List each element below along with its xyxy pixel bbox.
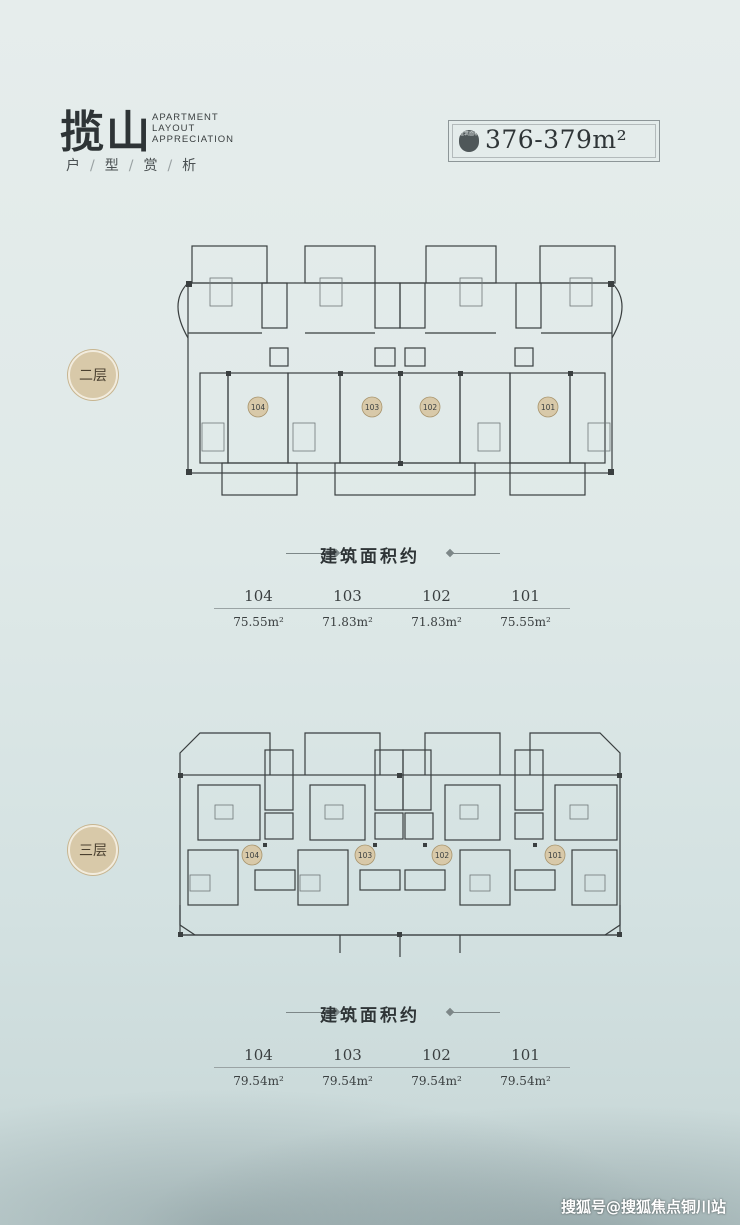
floor-badge-3f: 三层 bbox=[68, 825, 118, 875]
unit-label: 104 bbox=[245, 851, 260, 860]
unit-area: 79.54m² bbox=[233, 1074, 284, 1088]
unit-marker-102 bbox=[419, 396, 441, 418]
floor-badge-2f: 二层 bbox=[68, 350, 118, 400]
unit-number: 101 bbox=[511, 587, 540, 605]
unit-area: 75.55m² bbox=[500, 615, 551, 629]
tagline: 户/型/赏/析 bbox=[66, 155, 200, 175]
area-table-2f: 104 103 102 101 75.55m² 71.83m² 71.83m² … bbox=[214, 584, 570, 629]
tagline-char: 赏 bbox=[143, 158, 162, 174]
unit-number: 102 bbox=[422, 587, 451, 605]
watermark-text: 搜狐号@搜狐焦点铜川站 bbox=[560, 1198, 726, 1216]
divider-line-left bbox=[286, 553, 334, 554]
floor-plan-2f: 104 103 102 101 bbox=[160, 238, 640, 500]
unit-label: 101 bbox=[541, 403, 556, 412]
unit-label: 102 bbox=[435, 851, 450, 860]
section-title-3f: 建筑面积约 bbox=[320, 1006, 420, 1026]
subtitle-line: LAYOUT bbox=[152, 123, 196, 134]
divider-line-right bbox=[452, 1012, 500, 1013]
unit-label: 103 bbox=[365, 403, 380, 412]
divider-line-right bbox=[452, 553, 500, 554]
floor-plan-2f-drawing: 104 103 102 101 bbox=[177, 245, 623, 496]
subtitle-line: APARTMENT bbox=[152, 112, 219, 123]
subtitle-line: APPRECIATION bbox=[152, 134, 235, 145]
unit-number: 104 bbox=[244, 1046, 273, 1064]
unit-area: 79.54m² bbox=[500, 1074, 551, 1088]
unit-number: 103 bbox=[333, 1046, 362, 1064]
brand-title: 揽山 bbox=[60, 107, 152, 158]
unit-area: 75.55m² bbox=[233, 615, 284, 629]
unit-marker-102 bbox=[431, 844, 453, 866]
unit-label: 104 bbox=[251, 403, 266, 412]
unit-marker-101 bbox=[544, 844, 566, 866]
table-rule bbox=[214, 608, 570, 609]
unit-marker-103 bbox=[354, 844, 376, 866]
tagline-char: 型 bbox=[104, 158, 123, 174]
unit-number: 101 bbox=[511, 1046, 540, 1064]
tagline-char: 析 bbox=[182, 158, 201, 174]
unit-marker-101 bbox=[537, 396, 559, 418]
unit-number: 103 bbox=[333, 587, 362, 605]
unit-area: 71.83m² bbox=[411, 615, 462, 629]
unit-marker-104 bbox=[241, 844, 263, 866]
unit-area: 71.83m² bbox=[322, 615, 373, 629]
unit-marker-103 bbox=[361, 396, 383, 418]
divider-line-left bbox=[286, 1012, 334, 1013]
brand-subtitle: APARTMENT LAYOUT APPRECIATION bbox=[152, 112, 234, 145]
unit-number: 104 bbox=[244, 587, 273, 605]
section-title-2f: 建筑面积约 bbox=[320, 547, 420, 567]
unit-marker-104 bbox=[247, 396, 269, 418]
area-tag-label: 建筑面积 bbox=[459, 130, 479, 152]
unit-area: 79.54m² bbox=[411, 1074, 462, 1088]
table-rule bbox=[214, 1067, 570, 1068]
area-range-value: 376-379m² bbox=[485, 125, 628, 154]
area-range-box: 建筑面积 376-379m² bbox=[448, 120, 660, 162]
unit-label: 102 bbox=[423, 403, 438, 412]
unit-label: 103 bbox=[358, 851, 373, 860]
unit-label: 101 bbox=[548, 851, 563, 860]
unit-number: 102 bbox=[422, 1046, 451, 1064]
tagline-char: 户 bbox=[66, 158, 84, 174]
ink-wash-decoration bbox=[0, 1065, 740, 1225]
area-table-3f: 104 103 102 101 79.54m² 79.54m² 79.54m² … bbox=[214, 1043, 570, 1088]
floor-plan-3f: 104 103 102 101 bbox=[160, 725, 640, 970]
unit-area: 79.54m² bbox=[322, 1074, 373, 1088]
floor-plan-3f-drawing: 104 103 102 101 bbox=[178, 732, 622, 957]
